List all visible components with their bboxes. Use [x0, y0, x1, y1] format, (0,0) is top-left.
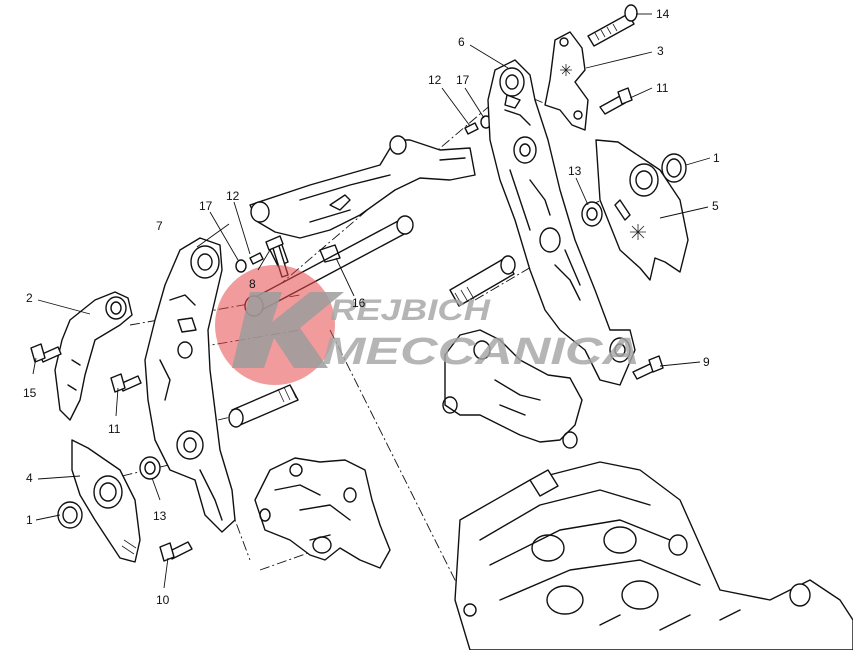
- part-2-left-bracket: [54, 291, 133, 421]
- upper-cross-bracket: [249, 135, 476, 239]
- watermark-line2: MECCANICA: [322, 331, 640, 373]
- callout-8: 8: [249, 277, 256, 291]
- callout-16: 16: [352, 296, 366, 310]
- callout-7: 7: [156, 219, 163, 233]
- part-14-bolt: [587, 4, 638, 47]
- callout-14: 14: [656, 7, 670, 21]
- part-11-bolt-right: [599, 87, 633, 115]
- callout-13-right: 13: [568, 164, 582, 178]
- callout-1-left: 1: [26, 513, 33, 527]
- callout-17-right: 17: [456, 73, 470, 87]
- callout-12-left: 12: [226, 189, 240, 203]
- part-10-bolt: [159, 541, 193, 562]
- part-15-bolt: [30, 343, 62, 363]
- part-12-screw-left: [249, 252, 264, 265]
- part-13-bushing-left: [139, 456, 161, 480]
- watermark-k-glyph: [232, 292, 344, 368]
- part-9-bolt: [632, 355, 664, 380]
- threaded-spacer-left: [228, 384, 299, 428]
- callout-11-left: 11: [108, 422, 121, 436]
- part-1-ring-right: [661, 153, 687, 183]
- part-13-bushing-right: [581, 201, 603, 227]
- callout-10: 10: [156, 593, 170, 607]
- part-12-screw-right: [464, 122, 479, 135]
- leader-lines: [32, 13, 711, 589]
- part-11-bolt-left: [110, 373, 142, 393]
- part-4-cover-plate: [71, 439, 141, 563]
- callout-6: 6: [458, 35, 465, 49]
- part-6-right-arm: [487, 59, 636, 386]
- callout-5: 5: [712, 199, 719, 213]
- right-casting: [442, 329, 583, 449]
- callout-4: 4: [26, 471, 33, 485]
- part-5-cover-plate: [595, 139, 689, 281]
- callout-17-left: 17: [199, 199, 213, 213]
- part-17-washer-left: [235, 259, 247, 273]
- callout-11-right: 11: [656, 81, 669, 95]
- callout-15: 15: [23, 386, 37, 400]
- threaded-spacer-right: [449, 255, 516, 307]
- callout-3: 3: [657, 44, 664, 58]
- callout-13-left: 13: [153, 509, 167, 523]
- part-7-left-arm: [144, 237, 236, 533]
- callout-1-right: 1: [713, 151, 720, 165]
- mid-bracket-casting: [254, 457, 391, 569]
- callout-labels: 14 3 11 1 5 6 12 17 13 9 7 17 12 8 16 2 …: [23, 7, 720, 607]
- callout-9: 9: [703, 355, 710, 369]
- part-3-bracket: [544, 31, 589, 131]
- callout-2: 2: [26, 291, 33, 305]
- watermark-logo: REJBICH MECCANICA: [215, 265, 640, 385]
- watermark-line1: REJBICH: [330, 294, 492, 327]
- callout-12-right: 12: [428, 73, 442, 87]
- part-1-ring-left: [57, 501, 83, 529]
- engine-cylinder-head: [454, 461, 853, 650]
